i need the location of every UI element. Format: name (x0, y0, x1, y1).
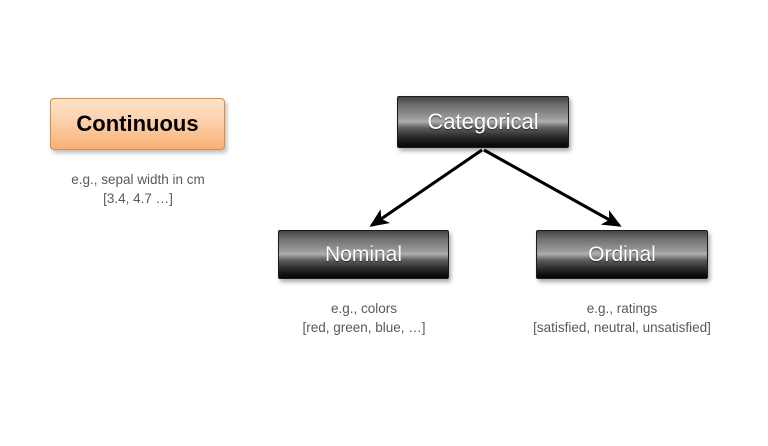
caption-continuous-line1: e.g., sepal width in cm (71, 172, 205, 187)
node-continuous-label: Continuous (76, 111, 199, 136)
caption-continuous: e.g., sepal width in cm [3.4, 4.7 …] (42, 170, 234, 208)
caption-nominal-line2: [red, green, blue, …] (302, 320, 426, 335)
node-ordinal-label: Ordinal (588, 242, 656, 266)
node-ordinal[interactable]: Ordinal (536, 230, 708, 279)
edge-categorical-to-nominal (369, 148, 483, 227)
edge-categorical-to-ordinal (483, 148, 622, 227)
node-nominal[interactable]: Nominal (278, 230, 449, 279)
caption-ordinal: e.g., ratings [satisfied, neutral, unsat… (494, 299, 750, 337)
caption-continuous-line2: [3.4, 4.7 …] (103, 191, 173, 206)
node-categorical[interactable]: Categorical (397, 96, 569, 148)
caption-ordinal-line2: [satisfied, neutral, unsatisfied] (533, 320, 711, 335)
node-nominal-label: Nominal (324, 242, 403, 266)
node-categorical-label: Categorical (427, 109, 539, 134)
node-continuous[interactable]: Continuous (50, 98, 225, 150)
caption-nominal: e.g., colors [red, green, blue, …] (272, 299, 456, 337)
caption-nominal-line1: e.g., colors (330, 301, 398, 316)
caption-ordinal-line1: e.g., ratings (586, 301, 658, 316)
